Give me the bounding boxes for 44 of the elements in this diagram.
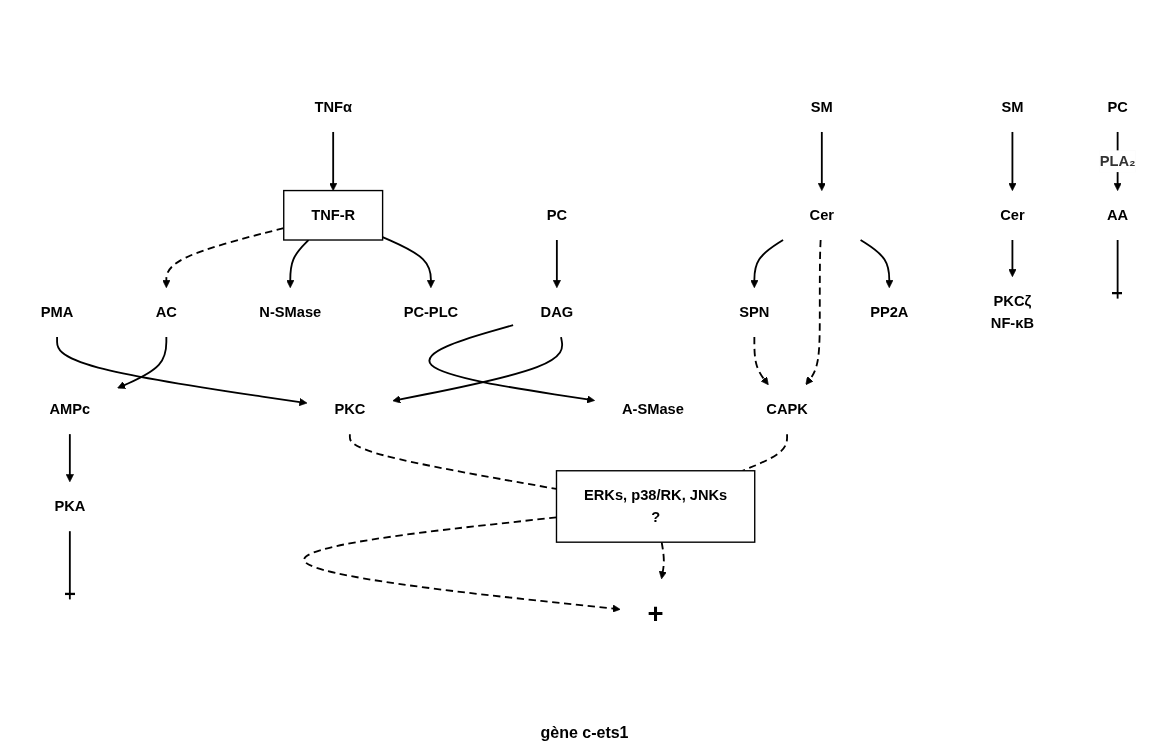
node-box: TNF-R	[283, 189, 384, 241]
arrow	[286, 239, 310, 288]
arrow	[56, 336, 308, 406]
node-text: PMA	[40, 304, 74, 320]
node-text: Cer	[809, 207, 835, 223]
arrow	[1008, 131, 1017, 191]
node-text: PC	[546, 207, 568, 223]
node-text: PC	[1107, 99, 1128, 115]
node-text: CAPK	[766, 401, 808, 417]
gene-label: gène c-ets1	[540, 724, 629, 742]
arrow	[1008, 239, 1017, 277]
node-text: PKCζ NF-κB	[990, 293, 1034, 331]
node-text: SPN	[739, 304, 770, 320]
node-text: A-SMase	[622, 401, 684, 417]
arrow	[392, 336, 564, 404]
node-text: Cer	[1000, 207, 1025, 223]
node-text: SM	[1001, 99, 1024, 115]
node-text: PC-PLC	[403, 304, 459, 320]
arrow	[817, 131, 826, 191]
arrow	[658, 541, 667, 580]
arrow	[753, 336, 769, 386]
node-text: AMPc	[49, 401, 91, 417]
arrow	[65, 433, 74, 483]
node-text: AA	[1107, 207, 1129, 223]
node-text: DAG	[540, 304, 574, 320]
node-text: PKC	[334, 401, 366, 417]
arrow	[805, 239, 822, 386]
arrow	[428, 324, 595, 404]
arrow	[329, 131, 338, 191]
node-text: N-SMase	[259, 304, 322, 320]
arrow	[859, 239, 894, 288]
node-text: +	[647, 598, 664, 629]
arrow	[303, 516, 621, 613]
arrow	[552, 239, 561, 288]
edge-label: PLA₂	[1099, 153, 1136, 169]
node-text: AC	[155, 304, 177, 320]
node-text: PKA	[54, 498, 86, 514]
node-text: SM	[810, 99, 833, 115]
node-text: TNFα	[314, 99, 352, 115]
node-text: PP2A	[870, 304, 909, 320]
arrow	[117, 336, 168, 389]
arrow	[750, 239, 784, 288]
node-box: ERKs, p38/RK, JNKs ?	[555, 470, 756, 543]
arrow	[381, 236, 435, 288]
